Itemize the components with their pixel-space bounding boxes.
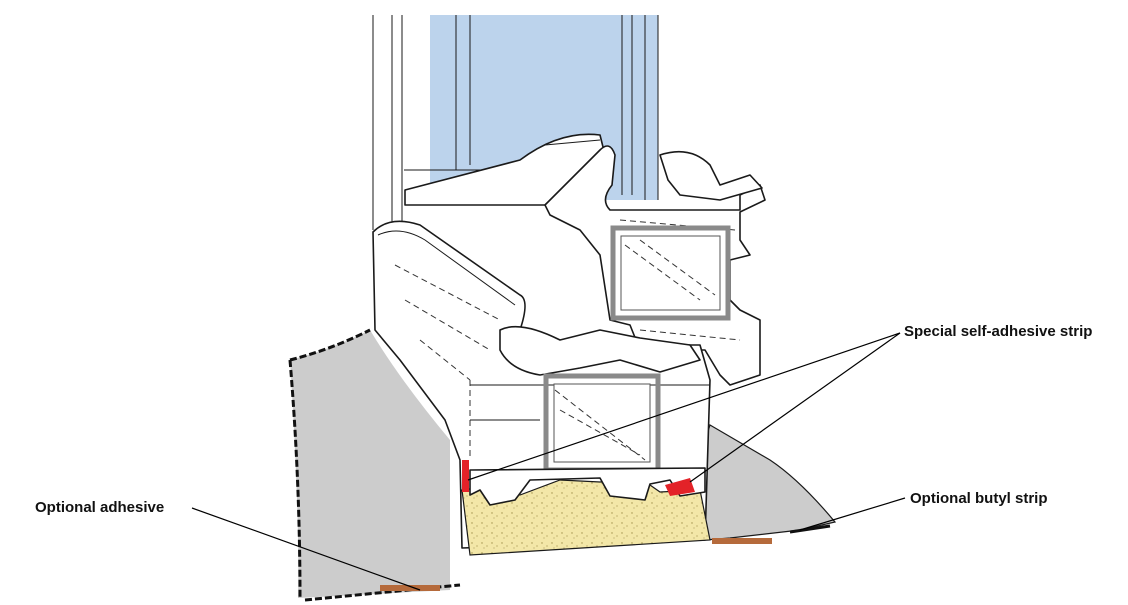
leader-special-strip-right: [689, 332, 901, 483]
adhesive-strip-bottom-left: [380, 585, 440, 591]
upper-steel-reinforcement: [610, 225, 731, 321]
label-optional-butyl-strip: Optional butyl strip: [910, 490, 1048, 507]
outer-sill-left: [288, 328, 461, 602]
outer-sill-right: [704, 424, 837, 541]
frame-main-body: [372, 220, 711, 549]
leader-optional-butyl: [799, 497, 906, 531]
butyl-strip-bottom-right: [712, 524, 831, 544]
leader-special-strip-left: [467, 332, 901, 481]
self-adhesive-strip-left: [462, 460, 469, 492]
leader-optional-adhesive: [191, 507, 421, 591]
label-optional-adhesive: Optional adhesive: [35, 499, 164, 516]
frame-upper-profile: [372, 15, 606, 230]
lower-steel-reinforcement: [543, 373, 661, 473]
leader-lines: [191, 332, 906, 591]
self-adhesive-strip-right: [665, 478, 695, 496]
frame-foot: [469, 467, 706, 506]
label-special-self-adhesive-strip: Special self-adhesive strip: [904, 323, 1092, 340]
